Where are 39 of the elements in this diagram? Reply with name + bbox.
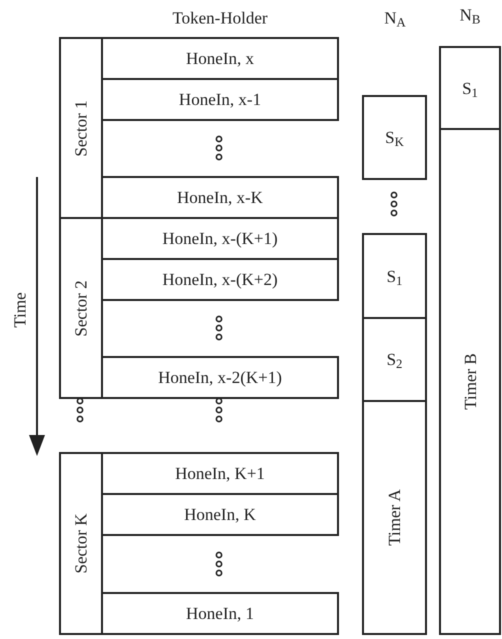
box-label: Sector 1 [72, 100, 90, 156]
box-label: HoneIn, x [186, 50, 254, 67]
box-label: HoneIn, 1 [186, 605, 254, 622]
slot-box [362, 95, 427, 180]
box-label: Timer A [386, 489, 403, 546]
box-label: HoneIn, x-2(K+1) [158, 369, 282, 386]
slot-box [101, 78, 339, 121]
slot-box [101, 356, 339, 399]
box-label: Timer B [462, 353, 478, 410]
node-heading: N$_{B}$ [460, 6, 480, 24]
slot-box [101, 452, 339, 495]
box-label: HoneIn, K+1 [175, 465, 265, 482]
box-label: S$_{2}$ [386, 351, 402, 368]
slot-box [101, 176, 339, 219]
slot-box [362, 233, 427, 319]
box-label: S$_{K}$ [385, 129, 404, 146]
slot-box [439, 46, 501, 130]
vertical-label-box [439, 128, 501, 635]
vertical-label-box [59, 217, 103, 399]
vertical-label-box [362, 400, 427, 635]
vertical-label-box [59, 37, 103, 219]
axis-label: Time [12, 292, 28, 328]
vertical-label-box [59, 452, 103, 635]
box-label: Sector K [72, 514, 90, 574]
node-heading: N$_{A}$ [384, 10, 406, 26]
box-label: S$_{1}$ [462, 80, 478, 96]
box-label: HoneIn, x-1 [178, 91, 262, 108]
box-label: HoneIn, x-K [177, 189, 263, 206]
slot-box [101, 592, 339, 635]
slot-box [362, 317, 427, 402]
slot-box [101, 258, 339, 301]
box-label: S$_{1}$ [386, 268, 402, 284]
box-label: Sector 2 [72, 280, 90, 336]
box-label: HoneIn, x-(K+2) [162, 271, 278, 288]
box-label: HoneIn, x-(K+1) [162, 230, 278, 247]
slot-box [101, 37, 339, 80]
box-label: HoneIn, K [184, 506, 256, 523]
slot-box [101, 493, 339, 536]
column-heading: Token-Holder [172, 10, 268, 26]
